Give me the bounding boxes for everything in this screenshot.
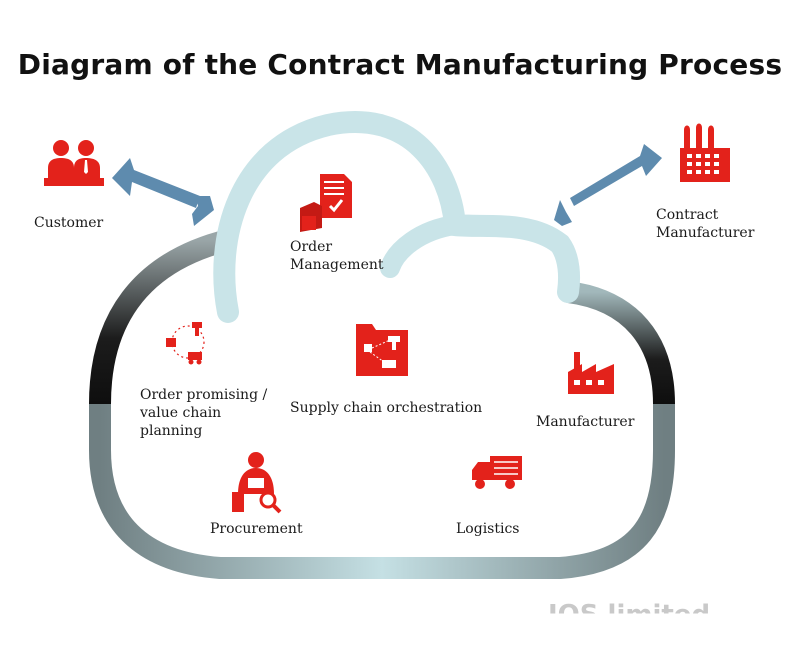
order-promising-label-3: planning bbox=[140, 423, 203, 439]
diagram-title: Diagram of the Contract Manufacturing Pr… bbox=[17, 48, 783, 81]
manufacturer-label: Manufacturer bbox=[536, 414, 635, 430]
supply-chain-label: Supply chain orchestration bbox=[290, 400, 483, 416]
contract-factory-icon bbox=[680, 123, 730, 182]
order-promising-label-1: Order promising / bbox=[140, 387, 268, 403]
watermark-logo: JOS limited bbox=[548, 600, 711, 630]
customer-label: Customer bbox=[34, 215, 104, 231]
cloud-middle-lobe bbox=[380, 215, 465, 278]
factory-icon bbox=[568, 352, 614, 394]
contract-manufacturer-arrow bbox=[554, 144, 662, 226]
procurement-label: Procurement bbox=[210, 521, 303, 537]
planning-network-icon bbox=[166, 322, 205, 365]
cloud-left-lobe bbox=[89, 229, 231, 405]
order-management-label-1: Order bbox=[290, 239, 333, 255]
customer-arrow bbox=[112, 158, 214, 226]
delivery-truck-icon bbox=[472, 456, 522, 489]
cloud-right-lobe bbox=[566, 281, 675, 405]
orchestration-folder-icon bbox=[356, 324, 408, 376]
order-management-label-2: Management bbox=[290, 257, 384, 273]
order-promising-label-2: value chain bbox=[140, 405, 222, 421]
customer-icon bbox=[44, 140, 104, 186]
cloud-top-lobes bbox=[213, 111, 580, 323]
order-document-icon bbox=[300, 174, 352, 232]
logistics-label: Logistics bbox=[456, 521, 520, 537]
contract-manufacturer-label-1: Contract bbox=[656, 207, 719, 223]
contract-manufacturer-label-2: Manufacturer bbox=[656, 225, 755, 241]
cloud-bottom-band bbox=[89, 404, 675, 579]
procurement-person-icon bbox=[232, 452, 282, 514]
